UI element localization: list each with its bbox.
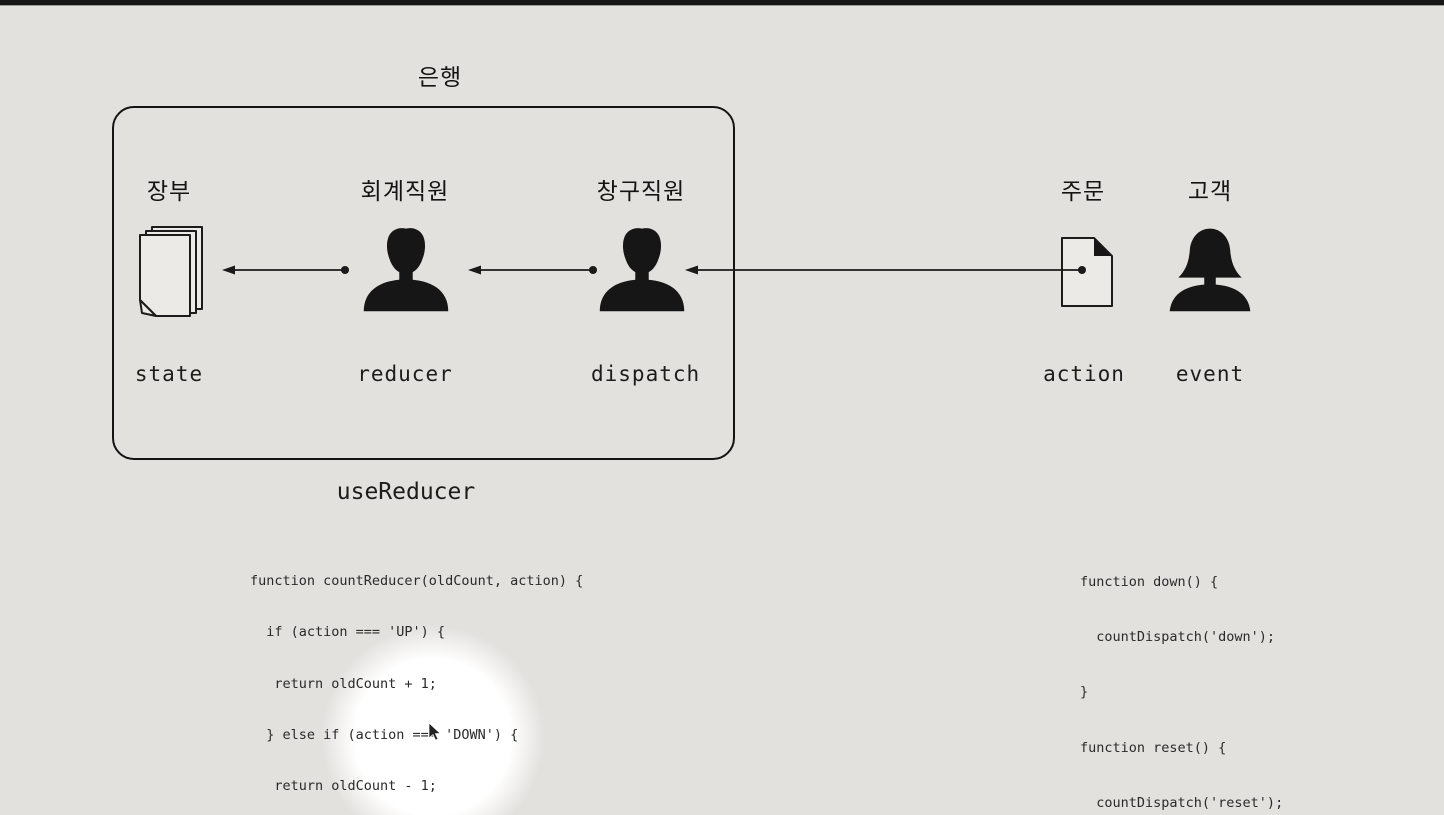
code-line: function reset() {	[1080, 739, 1227, 756]
code-line: return oldCount - 1;	[250, 778, 437, 795]
code-line: countDispatch('down');	[1080, 629, 1276, 646]
code-line: if (action === 'UP') {	[250, 624, 446, 641]
arrow-action-to-dispatch	[685, 265, 1086, 275]
document-icon	[1061, 237, 1113, 307]
bank-box	[112, 106, 735, 460]
label-ledger-korean: 장부	[146, 178, 192, 204]
label-state: state	[134, 362, 204, 386]
cursor-glow	[322, 626, 544, 815]
label-action: action	[1043, 362, 1125, 386]
label-customer-korean: 고객	[1187, 178, 1233, 204]
code-line: countDispatch('reset');	[1080, 794, 1284, 811]
arrow-dispatch-to-reducer	[468, 265, 597, 275]
label-order-korean: 주문	[1060, 178, 1106, 204]
code-line: }	[1080, 684, 1089, 701]
mouse-cursor-icon	[428, 722, 442, 741]
code-line: } else if (action === 'DOWN') {	[250, 726, 519, 743]
person-icon	[363, 228, 449, 312]
woman-icon	[1169, 228, 1251, 312]
label-dispatch-korean: 창구직원	[596, 178, 686, 204]
window-top-edge	[0, 0, 1444, 6]
arrow-reducer-to-state	[222, 265, 349, 275]
dispatch-handlers-code-block: function down() { countDispatch('down');…	[1080, 539, 1283, 815]
label-dispatch: dispatch	[591, 362, 701, 386]
code-line: function down() {	[1080, 574, 1219, 590]
bank-title: 은행	[417, 64, 463, 90]
code-line: function countReducer(oldCount, action) …	[250, 573, 584, 589]
count-reducer-code-block: function countReducer(oldCount, action) …	[250, 540, 730, 815]
stacked-papers-icon	[139, 226, 203, 317]
use-reducer-caption: useReducer	[336, 479, 476, 505]
person-icon	[599, 228, 685, 312]
label-reducer-korean: 회계직원	[360, 178, 450, 204]
code-line: return oldCount + 1;	[250, 675, 437, 692]
label-reducer: reducer	[357, 362, 453, 386]
label-event: event	[1175, 362, 1245, 386]
